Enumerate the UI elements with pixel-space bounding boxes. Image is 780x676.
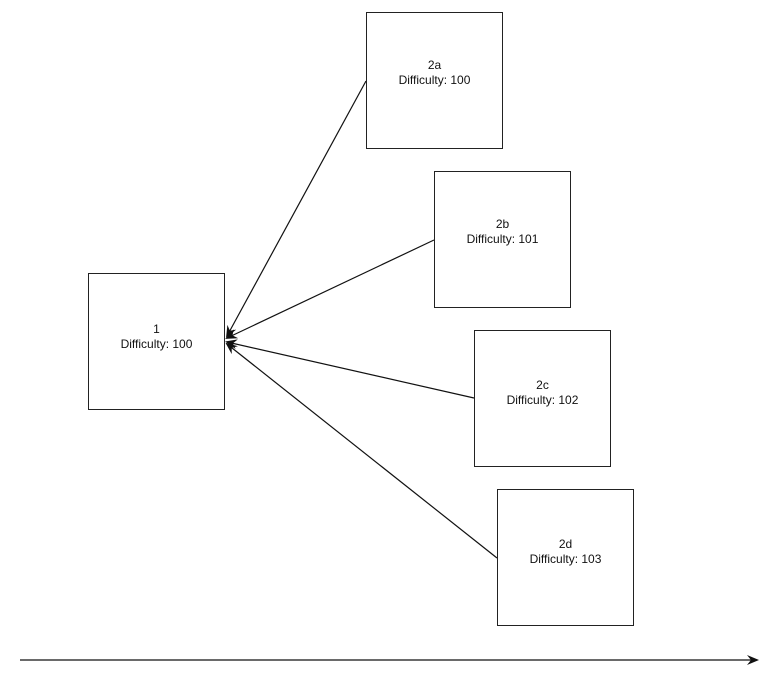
node-2d[interactable]: 2d Difficulty: 103 bbox=[497, 489, 634, 626]
node-2d-id: 2d bbox=[558, 536, 573, 551]
node-2b-id: 2b bbox=[495, 217, 510, 231]
edge-2c-to-1 bbox=[225, 339, 475, 399]
edge-2d-to-1 bbox=[225, 342, 498, 559]
node-1[interactable]: 1 Difficulty: 100 bbox=[88, 273, 225, 410]
node-2c-id: 2c bbox=[536, 377, 549, 392]
node-2c-content: 2c Difficulty: 102 bbox=[507, 378, 579, 408]
node-1-difficulty: Difficulty: 100 bbox=[120, 336, 193, 351]
node-2b[interactable]: 2b Difficulty: 101 bbox=[434, 171, 571, 308]
node-2c-difficulty: Difficulty: 102 bbox=[506, 392, 579, 407]
node-1-id: 1 bbox=[153, 321, 160, 336]
node-2a[interactable]: 2a Difficulty: 100 bbox=[366, 12, 503, 149]
node-2d-content: 2d Difficulty: 103 bbox=[530, 537, 602, 567]
edge-2b-to-1 bbox=[225, 239, 435, 339]
node-2d-difficulty: Difficulty: 103 bbox=[529, 551, 602, 566]
node-2c[interactable]: 2c Difficulty: 102 bbox=[474, 330, 611, 467]
node-2b-content: 2b Difficulty: 101 bbox=[467, 217, 539, 247]
node-2b-difficulty: Difficulty: 101 bbox=[466, 232, 539, 246]
node-2a-difficulty: Difficulty: 100 bbox=[398, 73, 471, 87]
node-1-content: 1 Difficulty: 100 bbox=[121, 322, 193, 352]
node-2a-content: 2a Difficulty: 100 bbox=[399, 58, 471, 88]
node-2a-id: 2a bbox=[427, 58, 442, 72]
edge-2a-to-1 bbox=[226, 80, 367, 338]
